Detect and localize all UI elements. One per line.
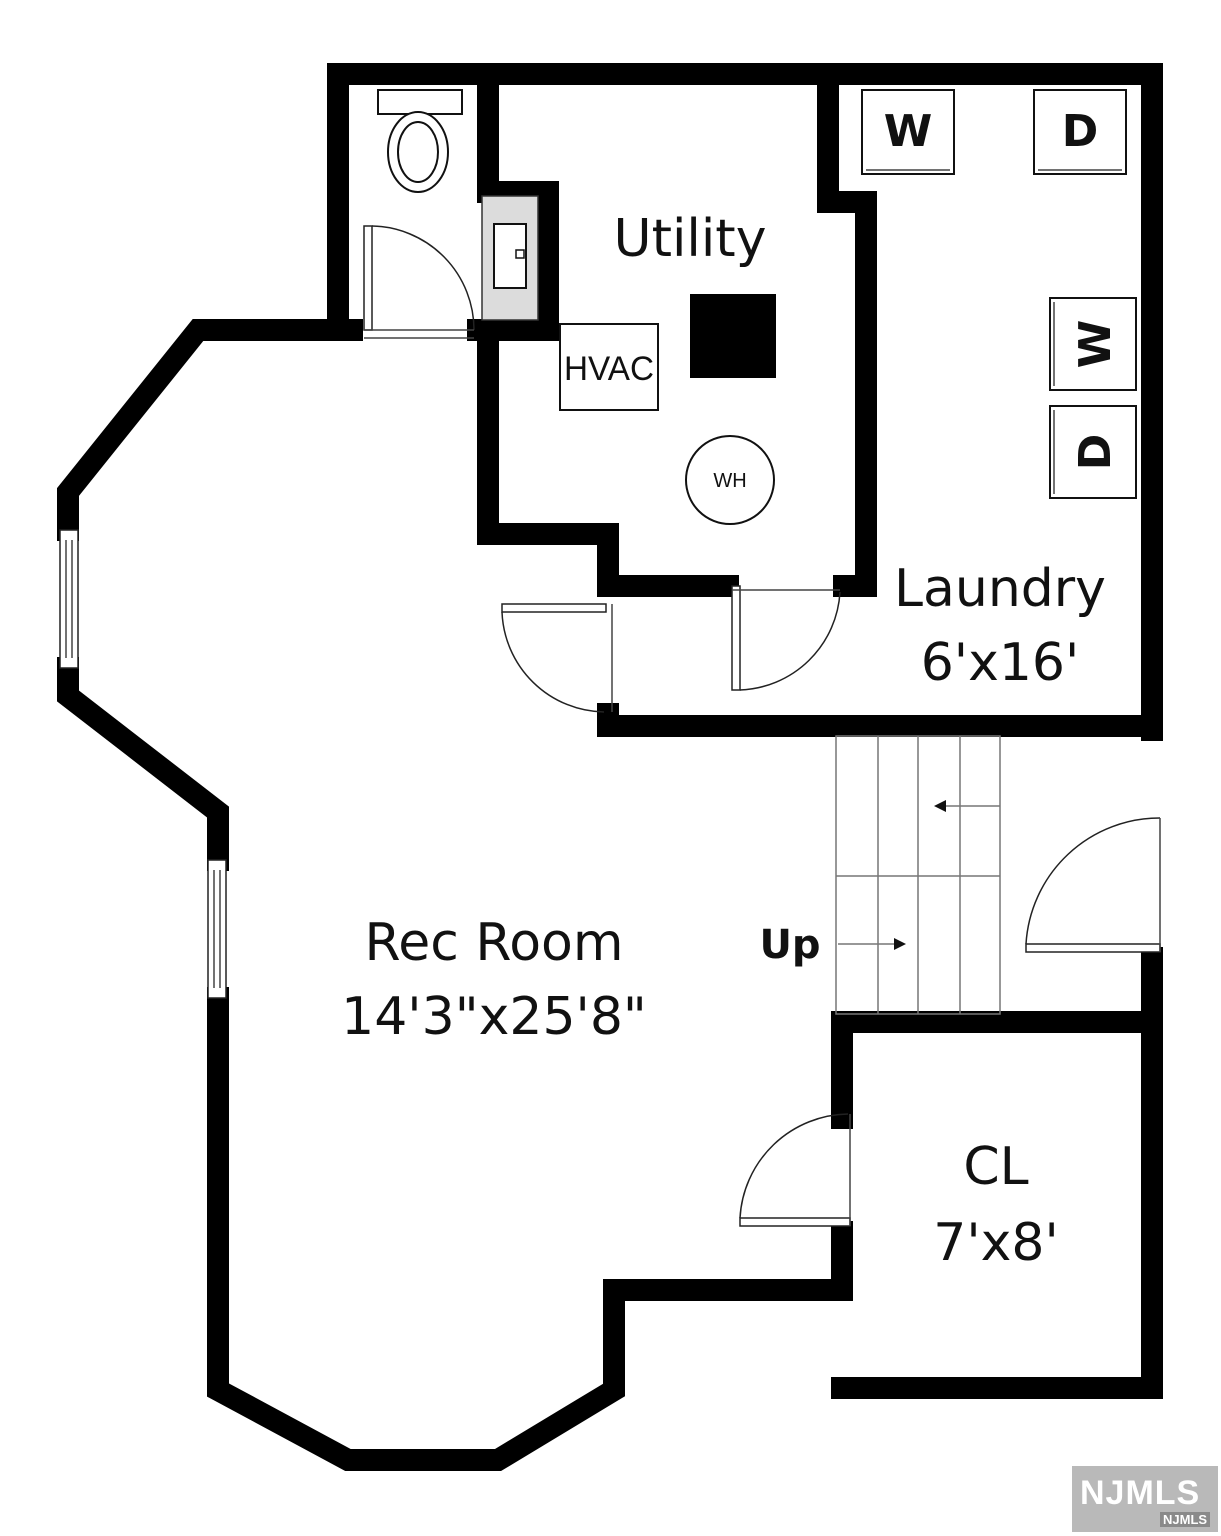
outer-top-wall [327,63,1163,741]
bathroom-door [363,225,475,339]
dryer-side-label: D [1070,434,1121,471]
furnace-icon [690,294,776,378]
laundry-room-name: Laundry [894,559,1106,619]
rec-room-left-wall-mid [57,657,229,871]
closet-door [739,1113,851,1227]
hvac-unit: HVAC [559,323,659,411]
window-lower-left [207,859,227,999]
utility-room-name: Utility [614,209,767,269]
hall-bottom-wall [597,703,1163,737]
windows [59,529,227,999]
doors [363,225,1161,1227]
dryer-top-label: D [1062,106,1099,157]
rec-room-dimensions: 14'3"x25'8" [341,987,647,1047]
water-heater: WH [685,435,775,525]
rec-room-left-wall-lower [207,987,853,1471]
utility-door [731,585,841,691]
stairs-up-label: Up [759,922,820,968]
njmls-watermark: NJMLS NJMLS [1072,1466,1218,1532]
walls [57,63,1163,1471]
rec-room-name: Rec Room [365,913,624,973]
exterior-door [1025,817,1161,953]
dryer-top: D [1033,89,1127,175]
water-heater-label: WH [713,470,746,492]
washer-top: W [861,89,955,175]
outer-right-wall-lower [831,947,1163,1399]
dryer-side: D [1049,405,1137,499]
rec-room-outer-wall [57,319,363,541]
bath-utility-wall [467,63,559,341]
watermark-sub-text: NJMLS [1160,1512,1211,1527]
washer-side-label: W [1070,320,1121,369]
hall-door [501,603,613,713]
sink-icon [481,195,539,321]
utility-left-wall [477,319,619,597]
watermark-main-text: NJMLS [1080,1474,1201,1512]
washer-top-label: W [884,106,933,157]
window-upper-left [59,529,79,669]
toilet-icon [377,89,463,193]
utility-bottom-wall-right [817,63,877,597]
washer-side: W [1049,297,1137,391]
closet-room-dimensions: 7'x8' [933,1213,1059,1273]
laundry-room-dimensions: 6'x16' [921,633,1080,693]
hvac-label: HVAC [564,350,654,388]
closet-room-name: CL [963,1137,1028,1197]
staircase [835,735,1001,1015]
